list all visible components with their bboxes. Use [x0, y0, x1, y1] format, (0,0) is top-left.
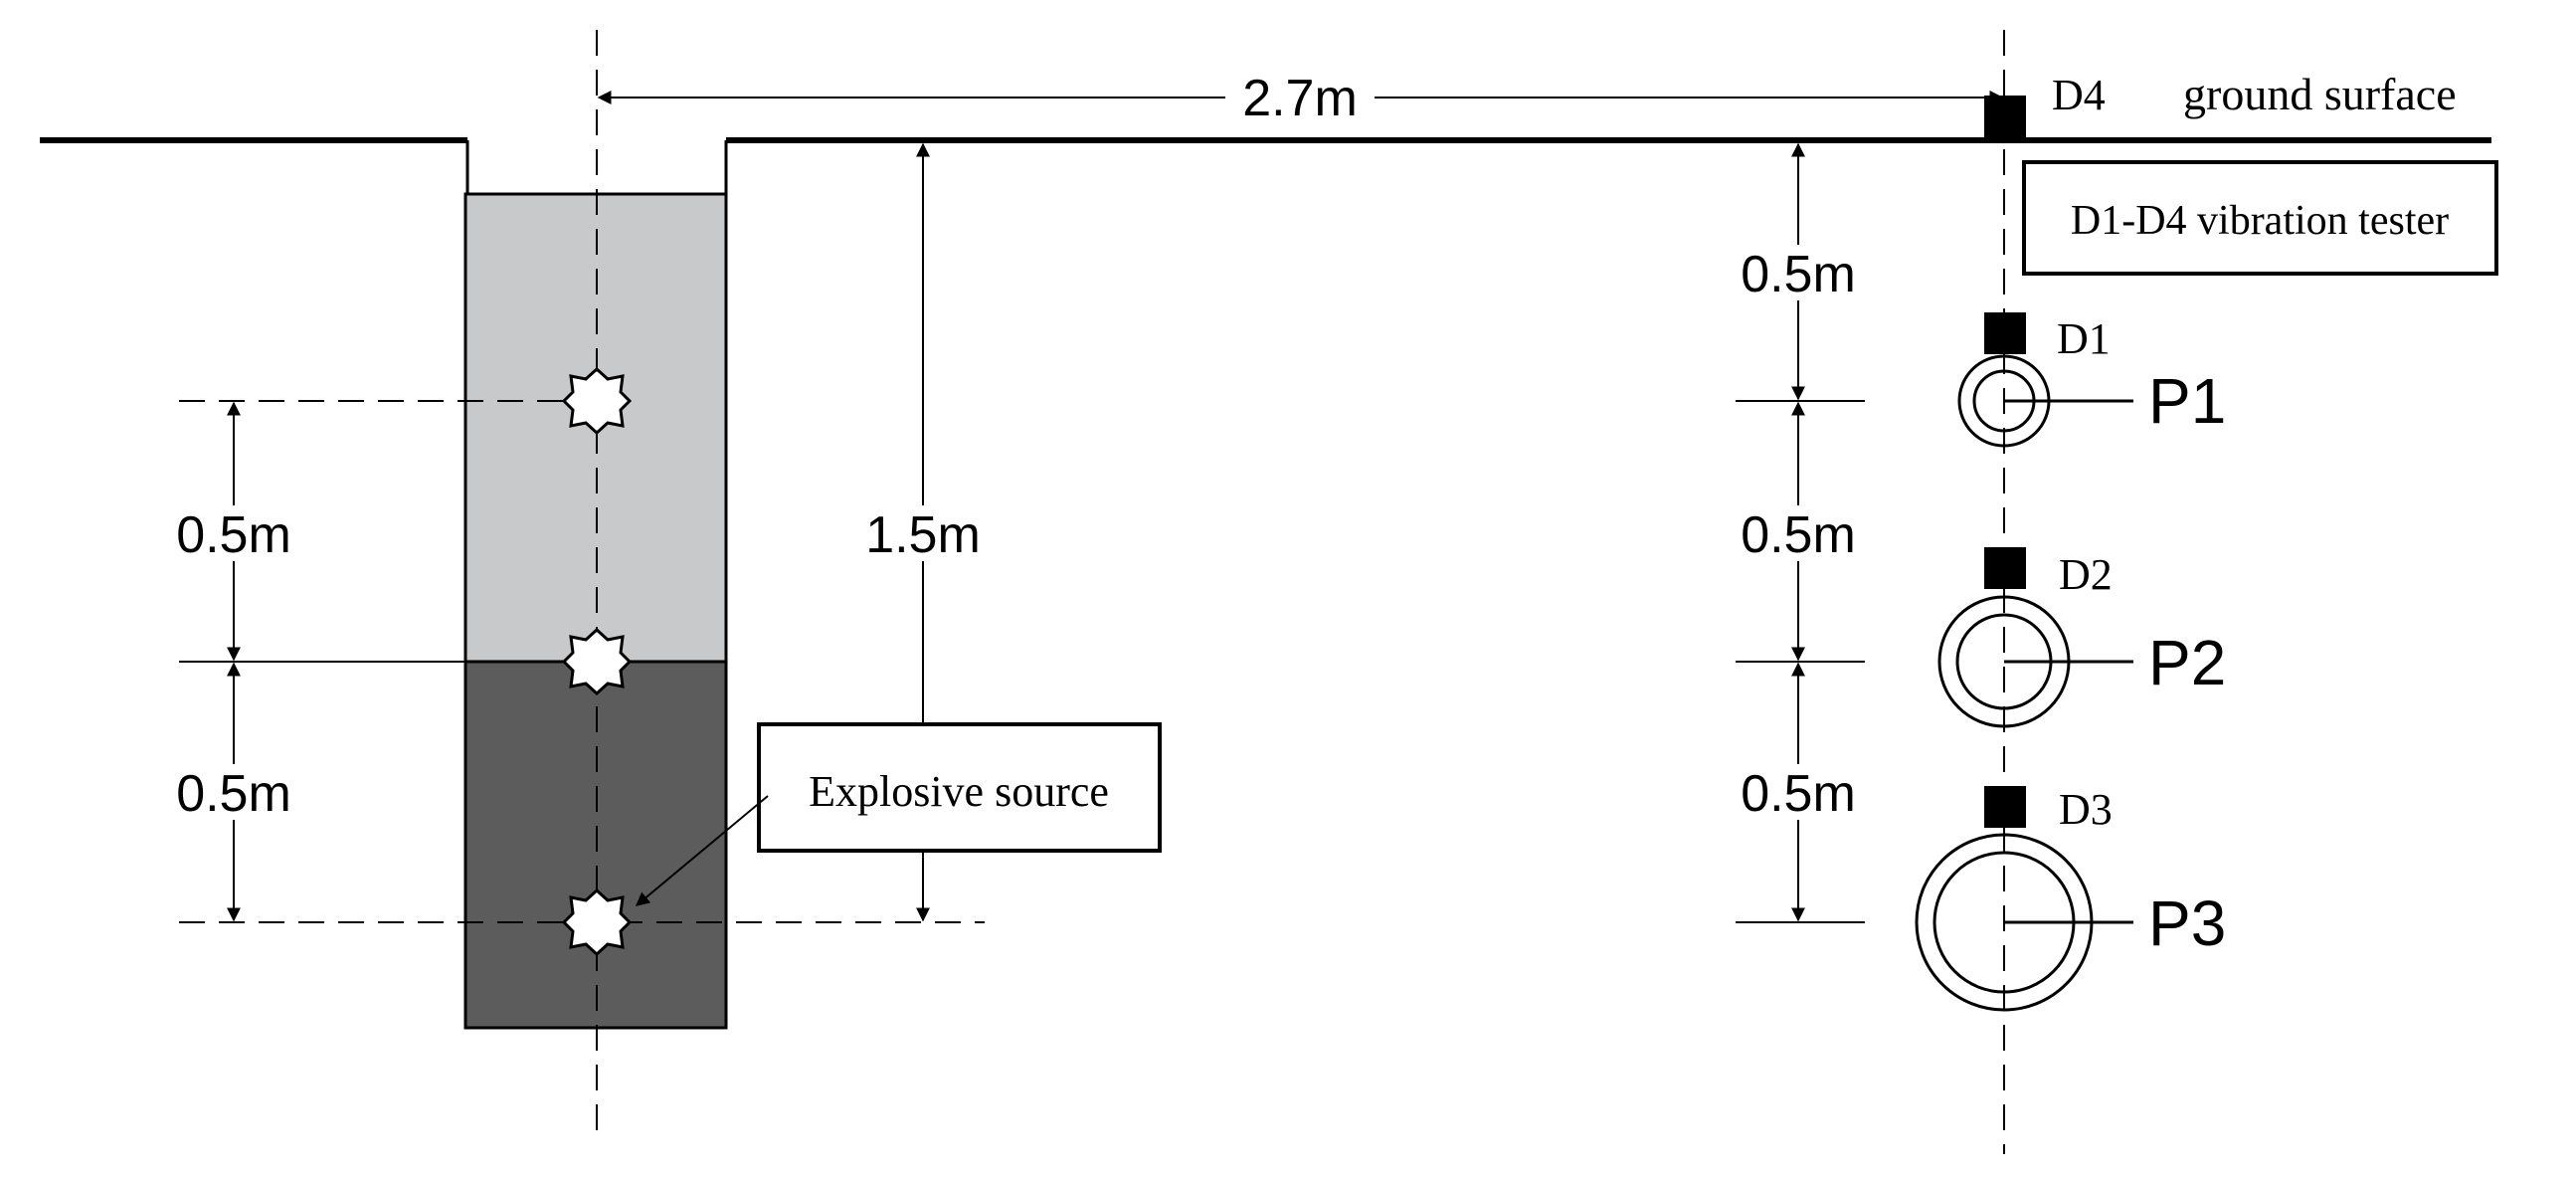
explosive-source-label: Explosive source: [809, 767, 1109, 816]
ground-surface-line: [40, 137, 2491, 194]
dim-horizontal-label: 2.7m: [1242, 70, 1358, 127]
pipe-p1: [1957, 354, 2133, 448]
pipe-p2-label: P2: [2148, 627, 2226, 698]
ground-surface-label: ground surface: [2183, 69, 2457, 119]
dim-left-1-mask: [164, 505, 303, 561]
tester-legend-box: [2022, 160, 2498, 276]
explosive-source-pointer: [635, 795, 769, 906]
dim-right-1-mask: [1729, 245, 1868, 300]
dim-horizontal-mask: [1225, 74, 1375, 123]
explosive-source-box: [757, 722, 1162, 853]
pipe-p1-label: P1: [2148, 365, 2226, 437]
dim-depth-label: 1.5m: [865, 506, 981, 564]
dim-left-2-label: 0.5m: [176, 765, 291, 823]
pipe-p2: [1937, 595, 2133, 728]
dim-right-2-mask: [1729, 505, 1868, 561]
dim-right-1-label: 0.5m: [1741, 246, 1856, 303]
explosive-charge-3: [561, 887, 633, 957]
detector-d2-label: D2: [2059, 550, 2113, 599]
pipe-p3-label: P3: [2148, 887, 2226, 959]
dim-right-3-mask: [1729, 764, 1868, 820]
detector-d3-marker: [1984, 786, 2026, 828]
detector-d3-label: D3: [2059, 785, 2113, 834]
dim-right-3-label: 0.5m: [1741, 765, 1856, 823]
detector-d4-label: D4: [2052, 71, 2106, 119]
tester-legend-label: D1-D4 vibration tester: [2071, 198, 2449, 244]
explosive-charge-2: [561, 627, 633, 696]
dim-left-1-label: 0.5m: [176, 506, 291, 564]
detector-d1-label: D1: [2057, 314, 2111, 363]
dim-right-2-label: 0.5m: [1741, 506, 1856, 564]
explosive-charge-1: [561, 366, 633, 436]
detector-d1-marker: [1984, 312, 2026, 354]
dim-depth-mask: [850, 505, 996, 561]
dim-left-2-mask: [164, 764, 303, 820]
detector-d4-marker: [1984, 96, 2026, 137]
detector-d2-marker: [1984, 547, 2026, 589]
pipe-p3: [1915, 833, 2133, 1012]
